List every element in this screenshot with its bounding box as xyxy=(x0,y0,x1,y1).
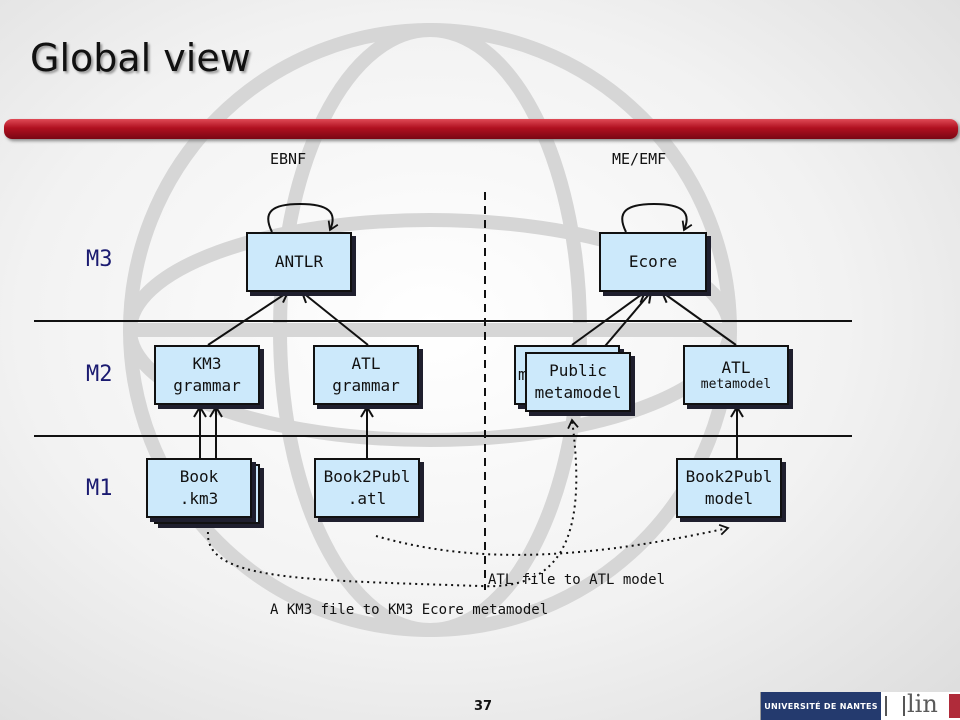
arrow-public-metamodel-to-ecore xyxy=(599,290,653,353)
arrow-km3-grammar-to-antlr xyxy=(207,290,290,346)
institution-logo: UNIVERSITÉ DE NANTES lin xyxy=(760,690,960,720)
level-label-m1: M1 xyxy=(86,476,113,501)
ecore-self-loop xyxy=(621,202,693,233)
arrow-km3-metamodel-to-ecore xyxy=(571,290,647,346)
atl-grammar-label: ATL grammar xyxy=(332,354,400,395)
annotation-km3-file: A KM3 file to KM3 Ecore metamodel xyxy=(270,602,549,618)
ecore-box: Ecore xyxy=(599,232,707,292)
column-label-me-emf: ME/EMF xyxy=(612,150,667,168)
level-label-m2: M2 xyxy=(86,362,113,387)
km3-grammar-box: KM3 grammar xyxy=(154,345,260,405)
arrow-atl-grammar-to-antlr xyxy=(300,290,369,346)
book-km3-box: Book .km3 xyxy=(146,458,252,518)
atl-metamodel-label-line1: ATL xyxy=(721,357,751,377)
public-metamodel-box: Public metamodel xyxy=(525,352,631,412)
book2publ-atl-label: Book2Publ .atl xyxy=(323,467,411,508)
book2publ-atl-box: Book2Publ .atl xyxy=(314,458,420,518)
logo-mark-icon xyxy=(885,696,905,716)
dotted-arrow-km3-file-to-metamodel xyxy=(206,418,579,588)
slide-title: Global view xyxy=(30,36,251,80)
arrow-atl-metamodel-to-ecore xyxy=(660,290,737,346)
university-logo-text: UNIVERSITÉ DE NANTES xyxy=(761,692,881,720)
annotation-atl-file: ATL file to ATL model xyxy=(488,572,666,588)
book2publ-model-label: Book2Publ model xyxy=(685,467,773,508)
antlr-label: ANTLR xyxy=(274,252,324,272)
km3-metamodel-label: m xyxy=(518,365,528,385)
dotted-arrow-atl-file-to-model xyxy=(375,523,730,556)
atl-metamodel-box: ATL metamodel xyxy=(683,345,789,405)
column-label-ebnf: EBNF xyxy=(270,150,307,168)
antlr-self-loop xyxy=(267,202,339,233)
atl-grammar-box: ATL grammar xyxy=(313,345,419,405)
antlr-box: ANTLR xyxy=(246,232,352,292)
page-number: 37 xyxy=(474,699,493,714)
ecore-label: Ecore xyxy=(628,252,678,272)
title-underline-bar xyxy=(4,119,958,139)
lab-logo-text: lin xyxy=(907,690,938,718)
book2publ-model-box: Book2Publ model xyxy=(676,458,782,518)
public-metamodel-label: Public metamodel xyxy=(534,361,622,402)
book-km3-label: Book .km3 xyxy=(179,467,219,508)
lab-logo-accent-icon xyxy=(949,694,960,718)
level-label-m3: M3 xyxy=(86,247,113,272)
atl-metamodel-label-line2: metamodel xyxy=(700,376,772,392)
km3-grammar-label: KM3 grammar xyxy=(173,354,241,395)
